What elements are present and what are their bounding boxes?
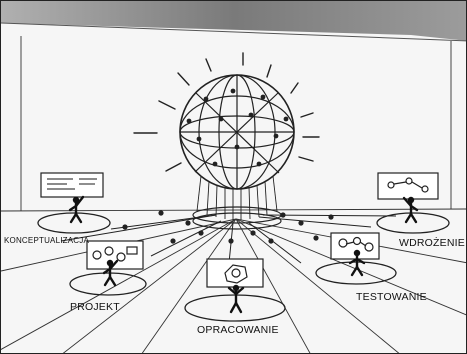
label-wdrozenie: WDROŻENIE <box>399 237 465 249</box>
whiteboard-icon <box>377 172 439 200</box>
stage-platform <box>37 212 111 234</box>
label-opracowanie: OPRACOWANIE <box>197 324 279 336</box>
person-icon <box>68 195 85 224</box>
stage-platform <box>376 212 450 234</box>
stage-wdrozenie <box>376 172 450 234</box>
globe-rays <box>133 52 320 172</box>
stage-testowanie <box>315 232 397 285</box>
stage-konceptualizacja <box>37 172 111 234</box>
whiteboard-icon <box>206 258 264 288</box>
stage-platform <box>69 272 147 296</box>
top-band <box>1 1 466 42</box>
globe-icon <box>179 74 295 190</box>
person-icon <box>227 284 245 314</box>
label-projekt: PROJEKT <box>70 301 120 313</box>
label-testowanie: TESTOWANIE <box>356 291 427 303</box>
label-konceptualizacja: KONCEPTUALIZACJA <box>4 236 89 245</box>
person-icon <box>102 259 119 287</box>
whiteboard-icon <box>40 172 104 198</box>
stage-opracowanie <box>184 258 286 322</box>
person-icon <box>348 249 366 277</box>
person-icon <box>402 196 419 224</box>
connection-lines <box>60 214 397 264</box>
connection-dots <box>122 210 334 244</box>
stage-projekt <box>69 240 147 296</box>
